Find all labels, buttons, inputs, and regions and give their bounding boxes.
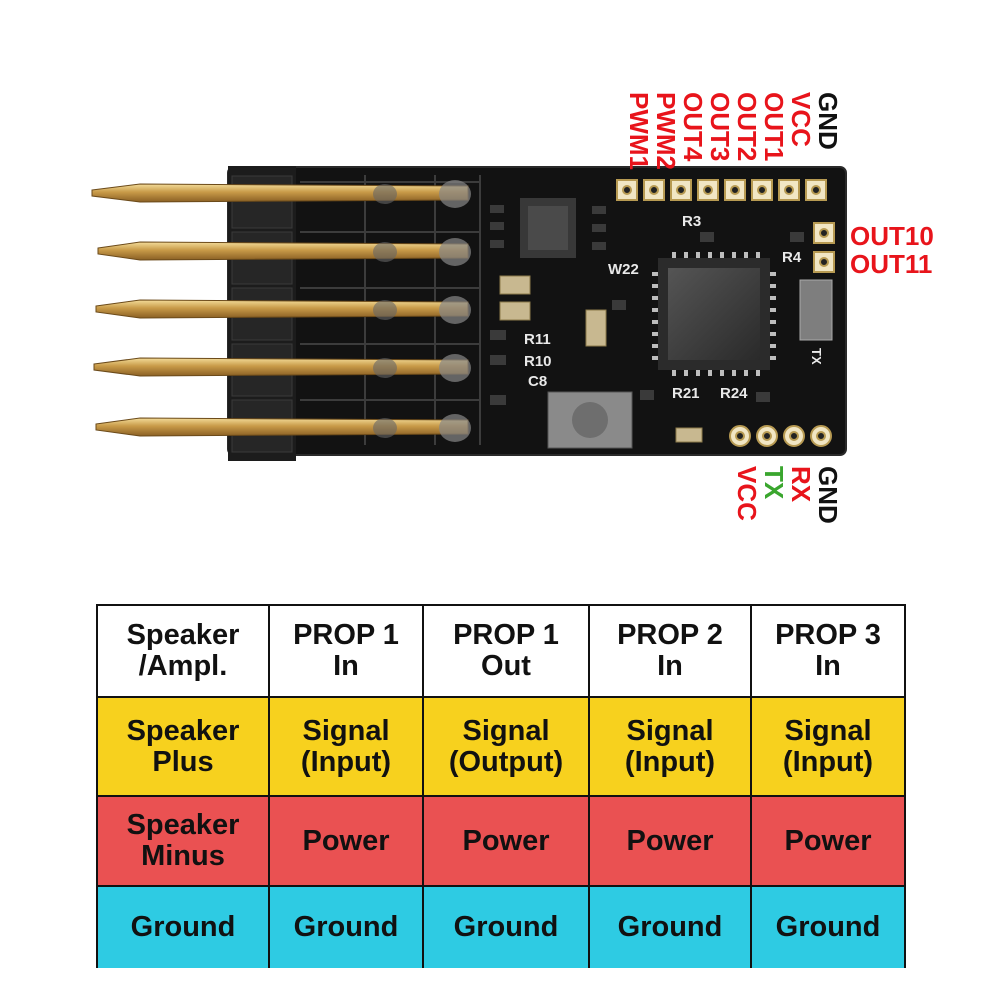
tactile-button [547,391,633,449]
table-cell: Signal (Input) [752,698,904,795]
header-cell-text: Speaker /Ampl. [126,619,240,682]
table-row-speaker-plus: Speaker Plus Signal (Input) Signal (Output… [98,696,904,795]
table-cell: Signal (Input) [590,698,752,795]
table-cell-text: Signal (Input) [782,714,874,778]
table-cell-text: Signal (Input) [624,714,716,778]
table-cell: Ground [424,887,590,968]
silk-r21: R21 [672,385,700,402]
side-pads [813,222,835,273]
bottom-pin-label-rx: RX [786,466,816,503]
silk-r4: R4 [782,249,802,266]
top-pin-label-gnd: GND [813,92,843,150]
table-cell-text: Signal (Output) [448,714,564,778]
table-cell: Ground [590,887,752,968]
table-cell: Ground [270,887,424,968]
silk-r24: R24 [720,385,748,402]
header-cell-text: PROP 3 In [775,619,881,682]
top-pin-label-vcc: VCC [786,92,816,147]
bottom-pin-label-tx: TX [759,466,789,500]
table-header-cell: PROP 2 In [590,606,752,696]
crystal [799,279,833,341]
pin-label-out10: OUT10 [850,221,934,251]
bottom-header-pads [729,425,832,447]
mcu-chip [652,252,776,376]
silk-r3: R3 [682,213,701,230]
table-cell-text: Power [784,824,872,857]
table-cell: Signal (Output) [424,698,590,795]
silk-r10: R10 [524,353,552,370]
table-header-cell: PROP 3 In [752,606,904,696]
table-cell: Ground [752,887,904,968]
top-pin-label-out4: OUT4 [678,92,708,162]
header-pins [91,180,471,442]
bottom-pin-label-gnd: GND [813,466,843,524]
table-cell-text: Ground [453,911,559,943]
table-cell: Ground [98,887,270,968]
top-pin-label-out3: OUT3 [705,92,735,162]
table-cell-text: Ground [775,911,881,943]
bottom-pin-label-vcc: VCC [732,466,762,521]
header-cell-text: PROP 1 In [293,619,399,682]
silk-tx: TX [809,348,824,365]
silk-c8: C8 [528,373,547,390]
table-cell: Speaker Plus [98,698,270,795]
table-cell: Power [590,797,752,885]
table-header-cell: Speaker /Ampl. [98,606,270,696]
table-cell-text: Power [626,824,714,857]
top-pin-label-pwm1: PWM1 [624,92,654,170]
top-header-pads [616,179,827,201]
table-cell: Speaker Minus [98,797,270,885]
table-header-cell: PROP 1 In [270,606,424,696]
table-cell-text: Ground [293,911,399,943]
top-pin-label-out1: OUT1 [759,92,789,162]
table-header-cell: PROP 1 Out [424,606,590,696]
table-cell-text: Ground [617,911,723,943]
header-cell-text: PROP 2 In [617,619,723,682]
table-cell-text: Signal (Input) [300,714,392,778]
table-cell-text: Speaker Plus [126,714,240,778]
table-header-row: Speaker /Ampl. PROP 1 In PROP 1 Out PROP 2 … [98,606,904,696]
pcb-body [228,167,846,455]
table-cell: Power [752,797,904,885]
table-row-ground: Ground Ground Ground Ground Ground [98,885,904,968]
table-cell-text: Power [302,824,390,857]
table-cell: Signal (Input) [270,698,424,795]
top-pin-label-out2: OUT2 [732,92,762,162]
table-cell-text: Ground [130,911,236,943]
top-pin-label-pwm2: PWM2 [651,92,681,170]
pin-label-out11: OUT11 [850,249,933,279]
small-chip [520,198,576,258]
pinout-table: Speaker /Ampl. PROP 1 In PROP 1 Out PROP 2 … [96,604,906,968]
silk-r11: R11 [524,331,551,348]
pcb-illustration: R3 R4 W22 R11 R10 C8 R21 R24 TX [91,166,847,461]
header-cell-text: PROP 1 Out [453,619,559,682]
table-cell: Power [424,797,590,885]
table-cell: Power [270,797,424,885]
table-row-speaker-minus: Speaker Minus Power Power Power Power [98,795,904,885]
table-cell-text: Power [462,824,550,857]
table-cell-text: Speaker Minus [126,809,240,872]
silk-w22: W22 [608,261,639,278]
